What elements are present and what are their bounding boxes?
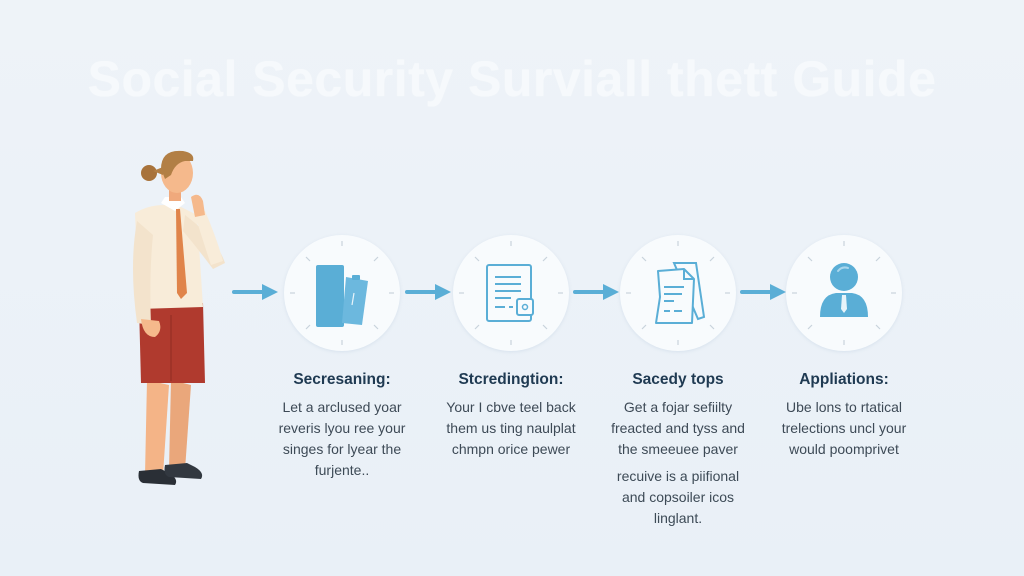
step-3-body-line: and copsoiler icos xyxy=(621,489,735,505)
arrow-right-icon xyxy=(740,284,786,300)
arrow-right-icon xyxy=(573,284,619,300)
step-4-body: Ube lons to rtatical trelections uncl yo… xyxy=(754,397,934,460)
step-2-body-line: them us ting naulplat xyxy=(446,420,576,436)
step-2-body-line: Your I cbve teel back xyxy=(446,399,576,415)
clock-ticks-decoration xyxy=(792,241,896,345)
clock-ticks-decoration xyxy=(459,241,563,345)
step-1-body-line: reveris lyou ree your xyxy=(278,420,406,436)
step-3-body: Get a fojar sefiilty freacted and tyss a… xyxy=(588,397,768,529)
step-3-body-line: Get a fojar sefiilty xyxy=(623,399,733,415)
step-1-body: Let a arclused yoar reveris lyou ree you… xyxy=(252,397,432,481)
clock-ticks-decoration xyxy=(626,241,730,345)
step-3-body-line: linglant. xyxy=(653,510,703,526)
person-thinking-illustration xyxy=(133,150,225,485)
step-4-body-line: would poomprivet xyxy=(789,441,899,457)
document-form-icon xyxy=(486,264,534,322)
step-3-circle xyxy=(620,235,736,351)
step-4-heading: Appliations: xyxy=(799,371,889,388)
step-2-body-line: chmpn orice pewer xyxy=(451,441,571,457)
step-1-body-line: furjente.. xyxy=(314,462,370,478)
step-4-circle xyxy=(786,235,902,351)
step-2-circle xyxy=(453,235,569,351)
step-4-body-line: trelections uncl your xyxy=(781,420,907,436)
arrow-right-icon xyxy=(405,284,451,300)
step-3-body-line: freacted and tyss and xyxy=(611,420,745,436)
step-1-heading: Secresaning: xyxy=(293,371,391,388)
step-1-body-line: singes for lyear the xyxy=(282,441,402,457)
clock-ticks-decoration xyxy=(290,241,394,345)
step-2-body: Your I cbve teel back them us ting naulp… xyxy=(421,397,601,460)
step-3-heading: Sacedy tops xyxy=(632,371,724,388)
page-title: Social Security Surviall thett Guide xyxy=(87,51,937,107)
step-4-body-line: Ube lons to rtatical xyxy=(786,399,902,415)
step-2-heading: Stcredingtion: xyxy=(458,371,564,388)
person-user-icon xyxy=(820,263,868,317)
arrow-right-icon xyxy=(232,284,278,300)
papers-stack-icon xyxy=(655,262,706,324)
step-3-body-line: recuive is a piifional xyxy=(616,468,740,484)
step-3-body-line: the smeeuee paver xyxy=(618,441,738,457)
step-1-circle xyxy=(284,235,400,351)
step-1-body-line: Let a arclused yoar xyxy=(282,399,402,415)
folder-documents-icon xyxy=(316,265,368,327)
